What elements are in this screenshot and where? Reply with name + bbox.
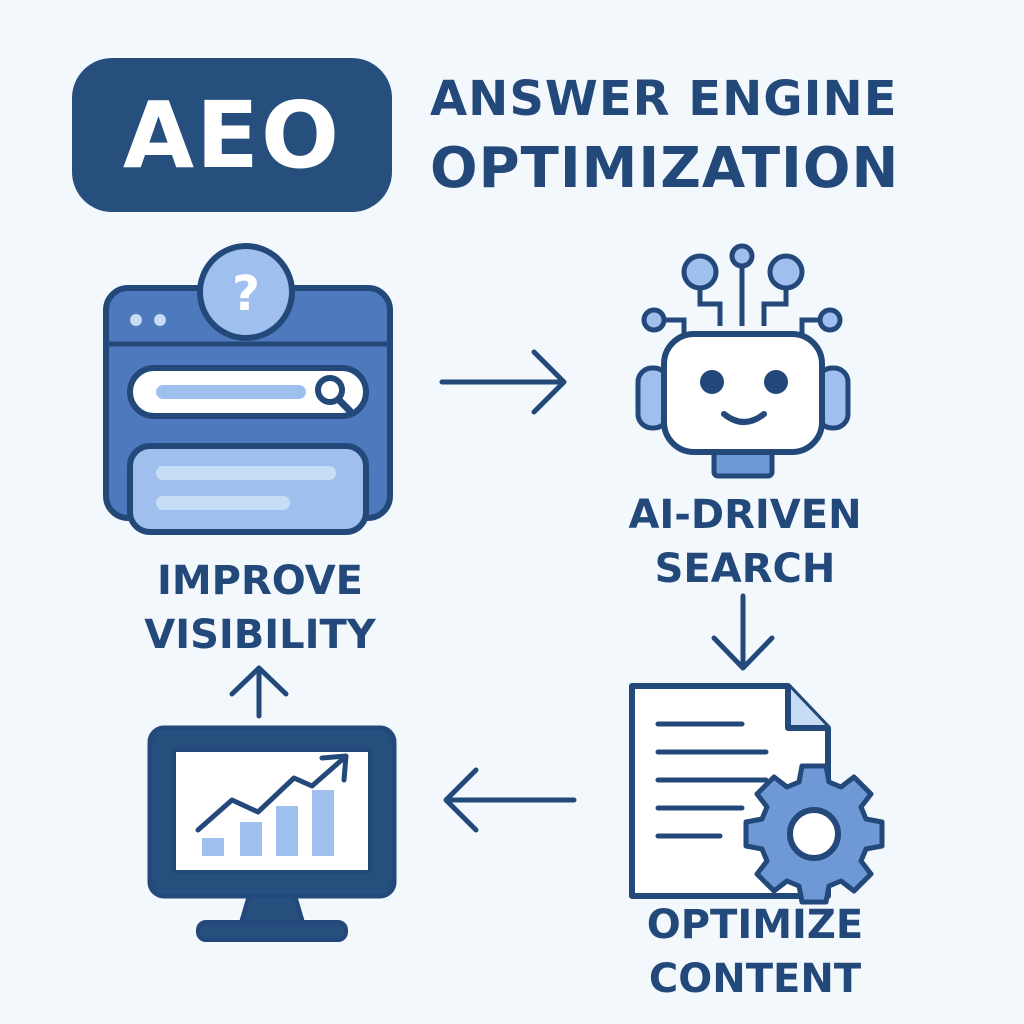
ai-driven-line-1: AI-DRIVEN	[628, 492, 862, 538]
title-line-2: OPTIMIZATION	[430, 136, 900, 201]
search-browser-icon: ?	[103, 243, 393, 535]
step-label-optimize-content: OPTIMIZE CONTENT	[610, 898, 900, 1006]
improve-line-2: VISIBILITY	[144, 612, 376, 658]
question-icon: ?	[197, 243, 295, 341]
improve-line-1: IMPROVE	[156, 558, 363, 604]
title-line-1: ANSWER ENGINE	[430, 71, 898, 127]
aeo-badge-text: AEO	[122, 81, 342, 189]
svg-text:?: ?	[232, 266, 260, 322]
monitor-chart-icon	[147, 725, 397, 942]
arrow-left-icon	[443, 767, 577, 833]
step-label-improve-visibility: IMPROVE VISIBILITY	[110, 554, 410, 662]
magnifier-icon	[315, 375, 354, 415]
ai-driven-line-2: SEARCH	[654, 546, 836, 592]
document-icon	[629, 683, 885, 905]
arrow-right-icon	[439, 349, 567, 415]
arrow-up-icon	[229, 665, 289, 719]
optimize-line-1: OPTIMIZE	[646, 902, 864, 948]
aeo-badge: AEO	[72, 58, 392, 212]
optimize-line-2: CONTENT	[648, 956, 862, 1002]
step-label-ai-driven-search: AI-DRIVEN SEARCH	[600, 488, 890, 596]
robot-icon	[635, 243, 851, 479]
page-title: ANSWER ENGINE OPTIMIZATION	[430, 64, 990, 204]
arrow-down-icon	[711, 593, 775, 671]
gear-icon	[743, 763, 885, 905]
